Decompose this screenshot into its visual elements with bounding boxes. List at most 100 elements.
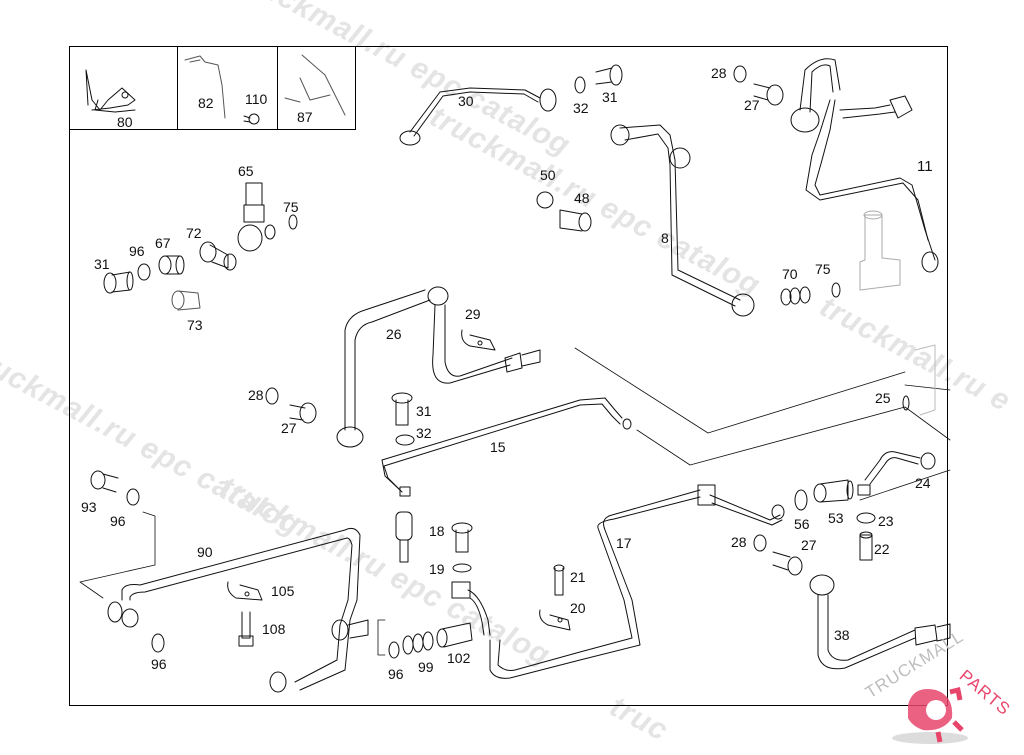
callout-28[interactable]: 28 [248, 387, 264, 403]
callout-102[interactable]: 102 [447, 650, 471, 666]
inset-box-82-110[interactable] [178, 46, 278, 130]
callout-73[interactable]: 73 [187, 317, 203, 333]
callout-67[interactable]: 67 [155, 235, 171, 251]
callout-56[interactable]: 56 [794, 516, 810, 532]
line-8-drawing [610, 124, 755, 317]
callout-15[interactable]: 15 [490, 439, 506, 455]
bolt-27-drawing [289, 402, 317, 424]
bracket-82-drawing [184, 55, 226, 119]
inset-label-82[interactable]: 82 [198, 95, 214, 111]
truckmall-parts-logo: TRUCKMALL PARTS [858, 627, 1024, 750]
washer-75-drawing [288, 214, 298, 230]
line-24-drawing [857, 451, 936, 496]
callout-90[interactable]: 90 [197, 544, 213, 560]
washer-28-drawing [265, 387, 279, 405]
bolt-27-drawing [772, 551, 803, 576]
line-11-drawing [790, 58, 939, 273]
fitting-70-drawing [780, 286, 811, 306]
inset-box-87[interactable] [278, 46, 356, 130]
washer-96-drawing [126, 488, 140, 506]
callout-24[interactable]: 24 [915, 475, 931, 491]
callout-21[interactable]: 21 [570, 569, 586, 585]
bracket-87-drawing [284, 54, 346, 116]
washer-19-drawing [452, 563, 472, 573]
fitting-53-drawing [813, 479, 854, 503]
fitting-67-drawing [158, 255, 185, 275]
bracket-drawing [914, 344, 936, 416]
nut-102-drawing [436, 622, 473, 648]
banjo-72-drawing [199, 241, 237, 271]
inset-label-110[interactable]: 110 [245, 91, 268, 107]
callout-31[interactable]: 31 [602, 89, 618, 105]
bolt-31-drawing [391, 392, 413, 426]
line-30-drawing [399, 87, 557, 146]
washer-96-drawing [151, 633, 165, 653]
callout-31[interactable]: 31 [94, 256, 110, 272]
bracket-80-drawing [85, 69, 136, 113]
washer-28-drawing [733, 65, 747, 83]
callout-25[interactable]: 25 [875, 390, 891, 406]
callout-96[interactable]: 96 [129, 243, 145, 259]
washer-96-drawing [137, 263, 151, 281]
inset-label-80[interactable]: 80 [117, 114, 133, 130]
pin-drawing [395, 511, 413, 563]
callout-28[interactable]: 28 [711, 65, 727, 81]
callout-96[interactable]: 96 [151, 656, 167, 672]
washer-50-drawing [536, 191, 554, 209]
callout-19[interactable]: 19 [429, 561, 445, 577]
callout-18[interactable]: 18 [429, 523, 445, 539]
bolt-31-drawing [103, 271, 134, 294]
callout-28[interactable]: 28 [731, 534, 747, 550]
line-38-drawing [809, 574, 951, 670]
callout-93[interactable]: 93 [81, 499, 97, 515]
washer-23-drawing [856, 512, 876, 524]
inset-label-87[interactable]: 87 [297, 109, 313, 125]
callout-11[interactable]: 11 [917, 158, 933, 175]
callout-108[interactable]: 108 [262, 621, 286, 637]
fitting-48-drawing [559, 209, 592, 232]
bolt-108-drawing [238, 611, 254, 647]
line-15-drawing [381, 397, 632, 497]
nut-73-drawing [171, 290, 201, 311]
callout-27[interactable]: 27 [801, 537, 817, 553]
callout-75[interactable]: 75 [283, 199, 299, 215]
callout-96[interactable]: 96 [388, 666, 404, 682]
callout-20[interactable]: 20 [570, 600, 586, 616]
callout-31[interactable]: 31 [416, 403, 432, 419]
callout-70[interactable]: 70 [782, 266, 798, 282]
clip-20-drawing [539, 609, 571, 631]
callout-48[interactable]: 48 [574, 190, 590, 206]
callout-23[interactable]: 23 [878, 513, 894, 529]
line-90-drawing [107, 527, 369, 693]
bolt-110-drawing [243, 113, 260, 125]
inset-box-80[interactable] [69, 46, 178, 130]
callout-96[interactable]: 96 [110, 513, 126, 529]
callout-65[interactable]: 65 [238, 163, 254, 179]
callout-75[interactable]: 75 [815, 261, 831, 277]
union-65-drawing [237, 182, 276, 252]
callout-26[interactable]: 26 [386, 326, 402, 342]
callout-50[interactable]: 50 [540, 167, 556, 183]
callout-32[interactable]: 32 [573, 100, 589, 116]
line-26-drawing [336, 286, 541, 448]
callout-38[interactable]: 38 [834, 627, 850, 643]
leader-lines [79, 347, 951, 656]
callout-53[interactable]: 53 [828, 510, 844, 526]
callout-8[interactable]: 8 [661, 230, 669, 246]
clip-29-drawing [461, 329, 496, 351]
gear-logo-icon [892, 686, 968, 744]
bolt-21-drawing [553, 564, 565, 596]
bolt-31-drawing [595, 64, 623, 86]
callout-27[interactable]: 27 [281, 420, 297, 436]
callout-29[interactable]: 29 [465, 306, 481, 322]
bolt-18-drawing [451, 522, 473, 553]
callout-99[interactable]: 99 [418, 659, 434, 675]
callout-32[interactable]: 32 [416, 425, 432, 441]
callout-72[interactable]: 72 [186, 225, 202, 241]
callout-27[interactable]: 27 [744, 97, 760, 113]
callout-17[interactable]: 17 [616, 535, 632, 551]
callout-105[interactable]: 105 [271, 583, 295, 599]
callout-22[interactable]: 22 [874, 541, 890, 557]
callout-30[interactable]: 30 [458, 93, 474, 109]
clip-105-drawing [227, 581, 263, 601]
